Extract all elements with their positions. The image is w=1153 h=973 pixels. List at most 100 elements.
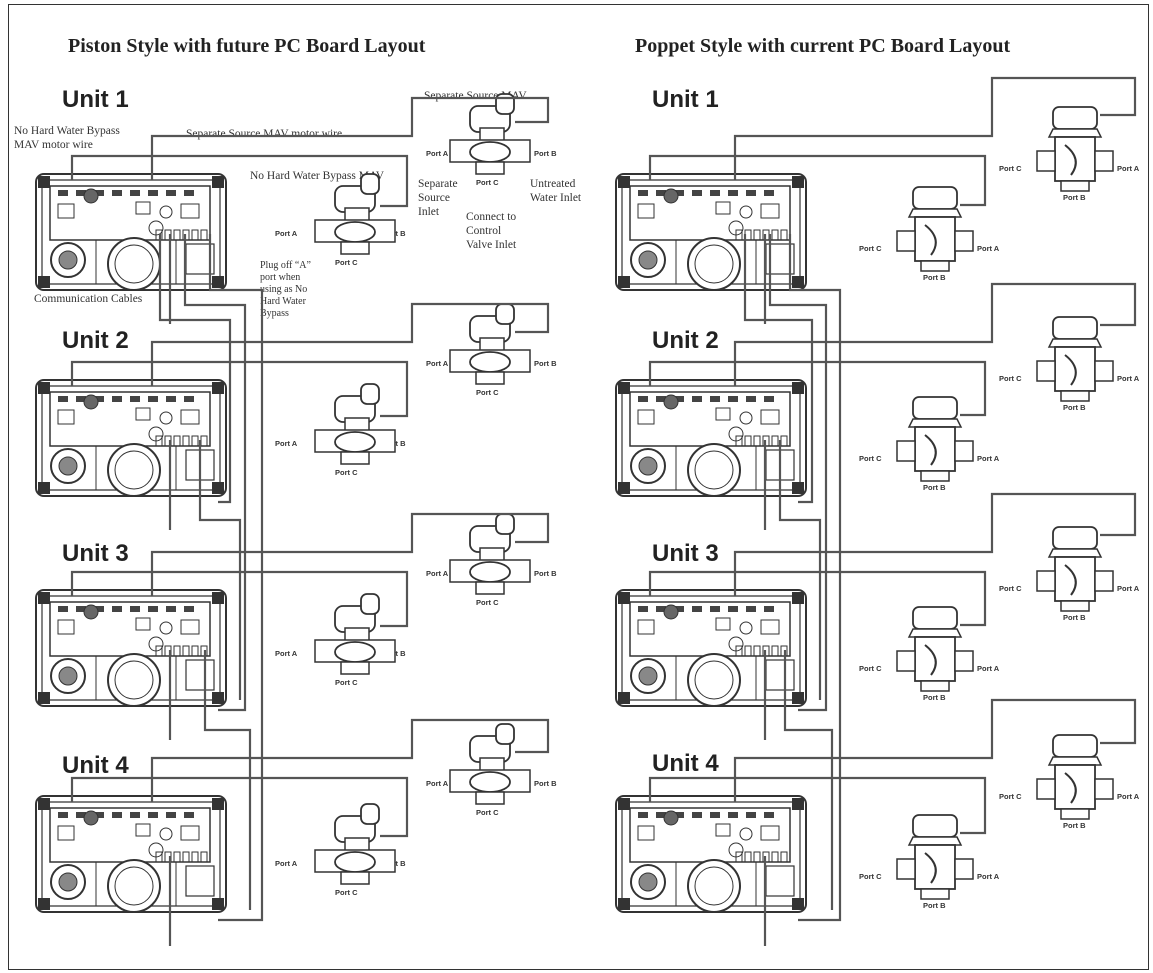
right-upper-wire-4 (733, 698, 1137, 802)
right-lower-wire-1 (648, 154, 987, 207)
left-bypass-port-a-2: Port A (275, 439, 298, 448)
left-source-mav-3 (449, 513, 531, 595)
right-comm-cable-4 (778, 440, 822, 700)
left-source-port-b-1: Port B (534, 149, 557, 158)
left-source-mav-2 (449, 303, 531, 385)
left-source-port-c-3: Port C (476, 598, 499, 607)
right-upper-port-a-1: Port A (1117, 164, 1140, 173)
left-bypass-port-a-3: Port A (275, 649, 298, 658)
left-comm-cable-1 (158, 234, 232, 504)
left-source-port-a-1: Port A (426, 149, 449, 158)
left-source-wire-2 (150, 302, 550, 386)
right-upper-port-b-1: Port B (1063, 193, 1086, 202)
left-unit-4-label: Unit 4 (62, 752, 129, 779)
right-lower-port-b-3: Port B (923, 693, 946, 702)
right-upper-wire-1 (733, 76, 1137, 180)
left-source-port-a-2: Port A (426, 359, 449, 368)
left-source-port-a-3: Port A (426, 569, 449, 578)
left-source-wire-3 (150, 512, 550, 596)
right-lower-port-c-4: Port C (859, 872, 882, 881)
left-control-board-3 (35, 589, 227, 707)
left-bypass-wire-2 (70, 360, 409, 418)
note-plug: Plug off “A” port when using as No Hard … (260, 260, 311, 319)
left-source-port-b-2: Port B (534, 359, 557, 368)
left-source-port-b-3: Port B (534, 569, 557, 578)
left-bypass-port-c-4: Port C (335, 888, 358, 897)
right-lower-port-a-4: Port A (977, 872, 1000, 881)
right-lower-wire-4 (648, 776, 987, 835)
left-bypass-port-a-4: Port A (275, 859, 298, 868)
left-comm-cable-4 (198, 440, 242, 700)
right-lower-wire-2 (648, 360, 987, 417)
right-upper-port-b-2: Port B (1063, 403, 1086, 412)
right-control-board-1 (615, 173, 807, 291)
right-upper-port-c-2: Port C (999, 374, 1022, 383)
left-section-title: Piston Style with future PC Board Layout (68, 35, 426, 57)
right-comm-cable-5 (783, 650, 834, 910)
right-lower-valve-1 (896, 186, 974, 272)
right-upper-port-c-4: Port C (999, 792, 1022, 801)
right-lower-port-b-4: Port B (923, 901, 946, 910)
right-comm-cable-3 (788, 234, 842, 922)
right-lower-valve-2 (896, 396, 974, 482)
left-bypass-wire-3 (70, 570, 409, 628)
note-source-inlet: Separate Source Inlet (418, 178, 458, 218)
right-upper-valve-3 (1036, 526, 1114, 612)
right-upper-wire-3 (733, 492, 1137, 596)
right-unit-2-label: Unit 2 (652, 327, 719, 354)
left-bypass-mav-3 (314, 593, 396, 675)
right-upper-valve-4 (1036, 734, 1114, 820)
left-control-board-2 (35, 379, 227, 497)
left-bypass-mav-1 (314, 173, 396, 255)
right-upper-port-b-3: Port B (1063, 613, 1086, 622)
right-control-board-2 (615, 379, 807, 497)
note-comm: Communication Cables (34, 293, 143, 305)
diagram-frame (8, 4, 1149, 970)
right-lower-port-b-2: Port B (923, 483, 946, 492)
right-lower-port-a-3: Port A (977, 664, 1000, 673)
left-bypass-port-a-1: Port A (275, 229, 298, 238)
right-upper-port-b-4: Port B (1063, 821, 1086, 830)
left-source-wire-4 (150, 718, 550, 802)
left-bypass-port-c-3: Port C (335, 678, 358, 687)
right-lower-valve-4 (896, 814, 974, 900)
left-bypass-mav-2 (314, 383, 396, 465)
right-upper-port-c-1: Port C (999, 164, 1022, 173)
note-bypass-mav: No Hard Water Bypass MAV (250, 170, 385, 182)
right-section-title: Poppet Style with current PC Board Layou… (635, 35, 1011, 57)
left-source-mav-4 (449, 723, 531, 805)
left-unit-1-label: Unit 1 (62, 86, 129, 113)
right-unit-1-label: Unit 1 (652, 86, 719, 113)
left-comm-cable-2 (183, 234, 247, 712)
right-lower-port-a-1: Port A (977, 244, 1000, 253)
right-control-board-4 (615, 795, 807, 913)
right-lower-port-a-2: Port A (977, 454, 1000, 463)
right-comm-cable-2 (768, 234, 828, 712)
right-upper-port-c-3: Port C (999, 584, 1022, 593)
left-bypass-wire-4 (70, 776, 409, 838)
left-comm-cable-5 (203, 650, 252, 910)
left-source-port-c-4: Port C (476, 808, 499, 817)
left-control-board-4 (35, 795, 227, 913)
right-lower-port-c-1: Port C (859, 244, 882, 253)
note-connect: Connect to Control Valve Inlet (466, 211, 517, 251)
right-lower-wire-3 (648, 570, 987, 627)
left-unit-2-label: Unit 2 (62, 327, 129, 354)
right-lower-port-b-1: Port B (923, 273, 946, 282)
right-unit-4-label: Unit 4 (652, 750, 719, 777)
right-upper-port-a-2: Port A (1117, 374, 1140, 383)
right-upper-valve-1 (1036, 106, 1114, 192)
right-lower-port-c-3: Port C (859, 664, 882, 673)
left-bypass-mav-4 (314, 803, 396, 885)
right-control-board-3 (615, 589, 807, 707)
note-no-bypass-wire: No Hard Water Bypass MAV motor wire (14, 125, 120, 151)
right-upper-valve-2 (1036, 316, 1114, 402)
right-unit-3-label: Unit 3 (652, 540, 719, 567)
left-control-board-1 (35, 173, 227, 291)
left-comm-cable-3 (208, 234, 264, 922)
right-upper-wire-2 (733, 282, 1137, 386)
left-source-port-b-4: Port B (534, 779, 557, 788)
left-source-port-a-4: Port A (426, 779, 449, 788)
left-source-wire-1 (150, 96, 550, 180)
